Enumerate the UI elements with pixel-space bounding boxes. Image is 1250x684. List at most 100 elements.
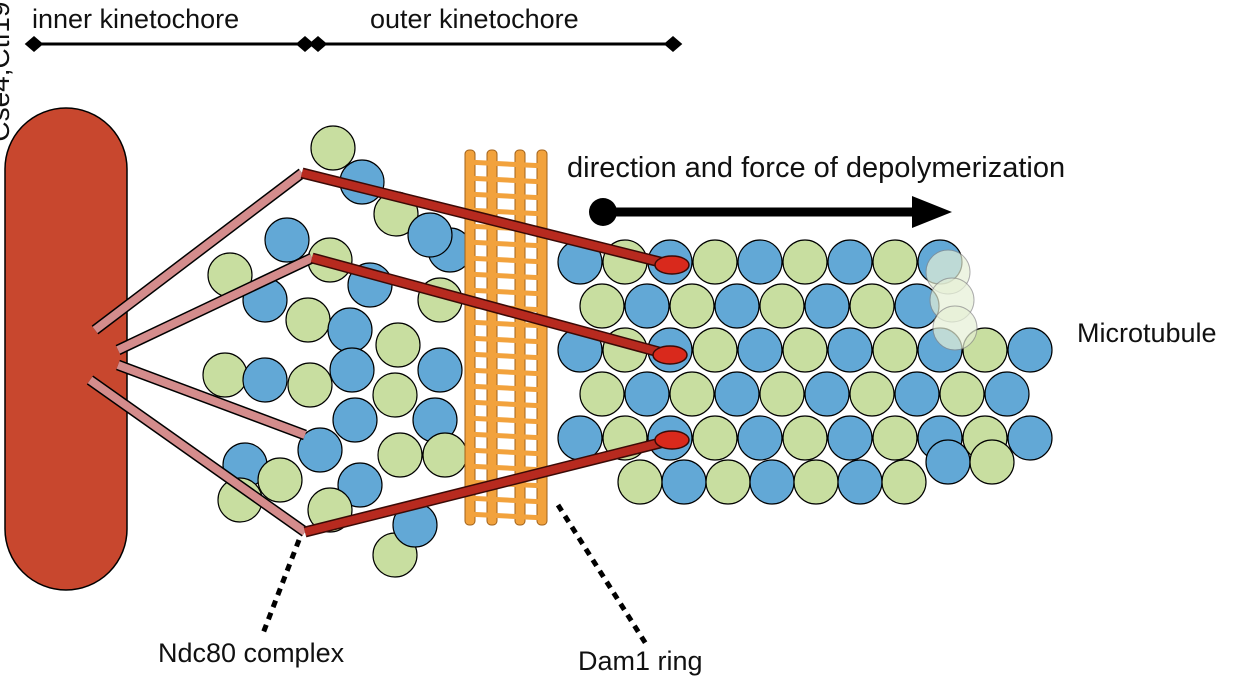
- alpha-tubulin: [793, 459, 839, 505]
- alpha-tubulin: [692, 239, 738, 285]
- alpha-tubulin: [872, 327, 918, 373]
- alpha-tubulin: [939, 371, 985, 417]
- beta-tubulin: [827, 239, 873, 285]
- linker-rod: [116, 254, 314, 354]
- alpha-tubulin: [372, 372, 418, 418]
- beta-tubulin: [264, 217, 310, 263]
- beta-tubulin: [737, 415, 783, 461]
- alpha-tubulin: [881, 459, 927, 505]
- beta-tubulin: [714, 283, 760, 329]
- ndc80-rod: [304, 436, 673, 536]
- alpha-tubulin: [849, 371, 895, 417]
- dam1-rung: [465, 383, 547, 393]
- ndc80-head: [654, 430, 690, 450]
- beta-tubulin: [327, 307, 373, 353]
- dam1-rung: [465, 239, 547, 249]
- dam1-rung: [465, 447, 547, 457]
- alpha-tubulin: [579, 371, 625, 417]
- beta-tubulin: [624, 371, 670, 417]
- alpha-tubulin: [422, 432, 468, 478]
- alpha-tubulin: [669, 283, 715, 329]
- beta-tubulin: [407, 212, 453, 258]
- beta-tubulin: [337, 462, 383, 508]
- inner-kinetochore-label: inner kinetochore: [32, 4, 240, 34]
- alpha-tubulin: [759, 283, 805, 329]
- alpha-tubulin: [782, 415, 828, 461]
- beta-tubulin: [1007, 327, 1053, 373]
- alpha-tubulin: [579, 283, 625, 329]
- inner-proteins-label: Cse4,Ctf19, Mif2, Cbf3: [0, 0, 15, 142]
- beta-tubulin: [737, 327, 783, 373]
- dam1-rung: [465, 351, 547, 361]
- ndc80-rod: [310, 254, 672, 359]
- alpha-tubulin: [617, 459, 663, 505]
- beta-tubulin: [837, 459, 883, 505]
- outer-kinetochore-label: outer kinetochore: [370, 4, 579, 34]
- alpha-tubulin: [969, 439, 1015, 485]
- depolymerization-arrow: [589, 196, 952, 228]
- alpha-tubulin: [285, 297, 331, 343]
- beta-tubulin: [827, 327, 873, 373]
- dam1-rung: [465, 319, 547, 329]
- linker-rod: [92, 169, 305, 334]
- alpha-tubulin: [692, 415, 738, 461]
- alpha-tubulin: [310, 125, 356, 171]
- scale-bars: [24, 36, 683, 52]
- beta-tubulin: [925, 439, 971, 485]
- linker-rods: [86, 168, 315, 537]
- beta-tubulin: [737, 239, 783, 285]
- alpha-tubulin: [257, 457, 303, 503]
- linker-rod: [87, 376, 308, 536]
- depolymerization-label: direction and force of depolymerization: [567, 152, 1066, 184]
- inner-kinetochore-block: [4, 107, 128, 591]
- beta-tubulin: [242, 357, 288, 403]
- linker-rod: [116, 361, 307, 439]
- alpha-tubulin: [377, 432, 423, 478]
- beta-tubulin: [557, 415, 603, 461]
- beta-tubulin: [894, 371, 940, 417]
- ndc80-head: [654, 255, 690, 275]
- dam1-rung: [465, 287, 547, 297]
- alpha-tubulin: [375, 322, 421, 368]
- dam1-rung: [465, 399, 547, 409]
- beta-tubulin: [804, 283, 850, 329]
- dam1-rung: [465, 271, 547, 281]
- alpha-tubulin: [782, 327, 828, 373]
- beta-tubulin: [984, 371, 1030, 417]
- fading-tubulin: [932, 305, 978, 351]
- beta-tubulin: [329, 347, 375, 393]
- beta-tubulin: [417, 347, 463, 393]
- beta-tubulin: [1007, 415, 1053, 461]
- beta-tubulin: [332, 397, 378, 443]
- alpha-tubulin: [202, 352, 248, 398]
- alpha-tubulin: [759, 371, 805, 417]
- dam1-rung: [465, 335, 547, 345]
- dam1-rung: [465, 207, 547, 217]
- beta-tubulin: [749, 459, 795, 505]
- dam1-rung: [465, 255, 547, 265]
- beta-tubulin: [624, 283, 670, 329]
- dam1-rung: [465, 431, 547, 441]
- dam1-rung: [465, 367, 547, 377]
- alpha-tubulin: [692, 327, 738, 373]
- ndc80-rod: [301, 169, 673, 269]
- dam1-rung: [465, 175, 547, 185]
- beta-tubulin: [297, 427, 343, 473]
- alpha-tubulin: [705, 459, 751, 505]
- alpha-tubulin: [782, 239, 828, 285]
- dam1-rung: [465, 495, 547, 505]
- alpha-tubulin: [669, 371, 715, 417]
- alpha-tubulin: [872, 415, 918, 461]
- ndc80-rods: [300, 167, 690, 538]
- beta-tubulin: [827, 415, 873, 461]
- microtubule-label: Microtubule: [1077, 318, 1217, 348]
- beta-tubulin: [804, 371, 850, 417]
- dam1-rung: [465, 191, 547, 201]
- label-leader-lines: [259, 503, 649, 646]
- beta-tubulin: [661, 459, 707, 505]
- dam1-rung: [465, 511, 547, 521]
- beta-tubulin: [714, 371, 760, 417]
- ndc80-complex-label: Ndc80 complex: [158, 638, 345, 668]
- alpha-tubulin: [849, 283, 895, 329]
